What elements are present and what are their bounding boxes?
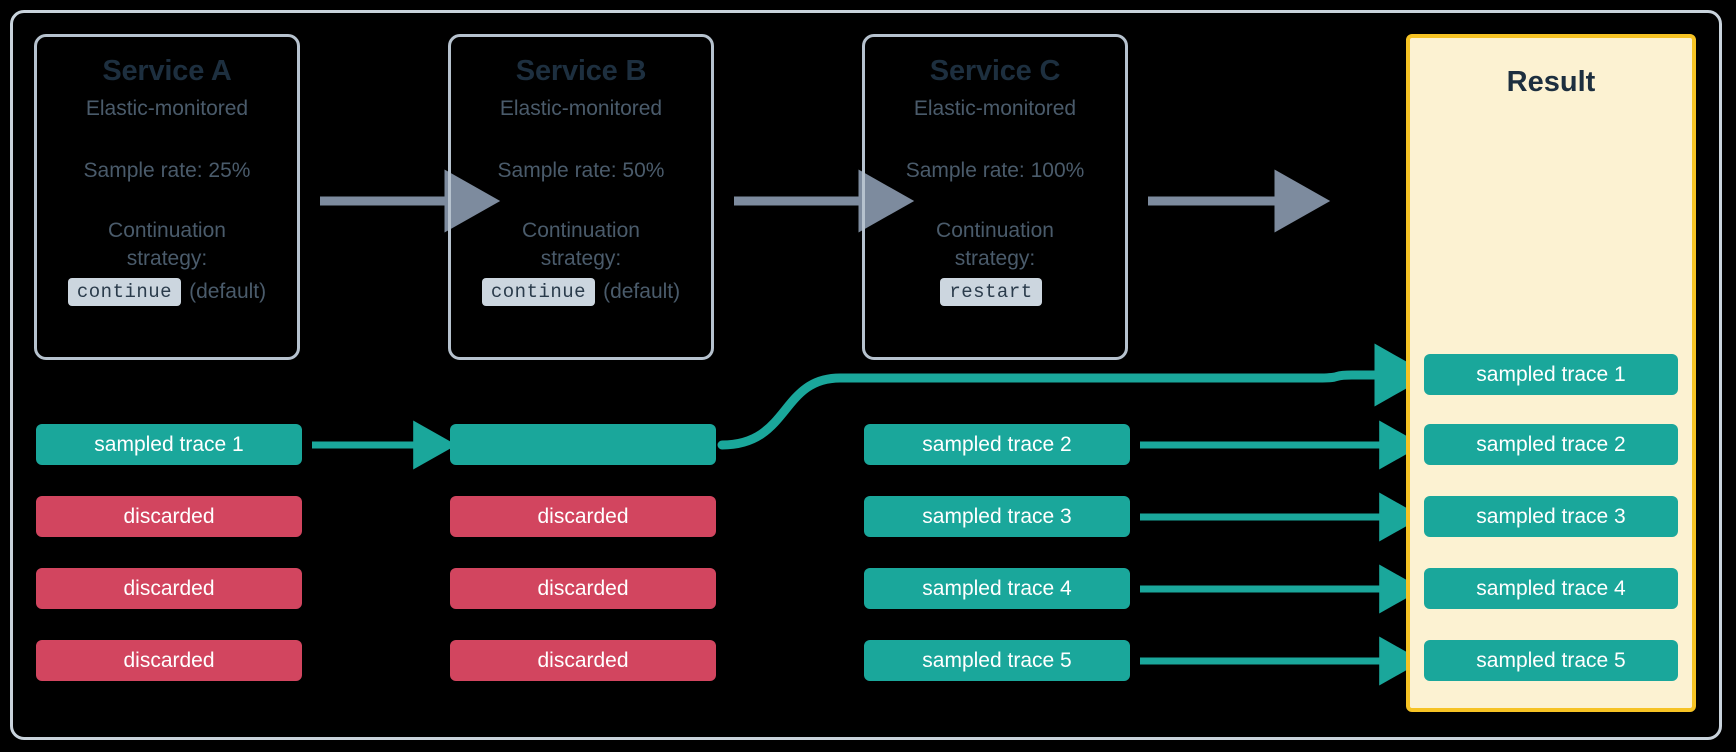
service-c-strategy-label-line1: Continuation	[936, 218, 1054, 242]
service-c-strategy-code: restart	[940, 278, 1042, 307]
service-c-strategy-value-row: restart	[865, 278, 1125, 307]
trace-pill-c-2: sampled trace 3	[864, 496, 1130, 537]
service-card-b: Service B Elastic-monitored Sample rate:…	[448, 34, 714, 360]
service-b-sample-rate: Sample rate: 50%	[497, 158, 665, 182]
result-trace-1: sampled trace 1	[1424, 354, 1678, 395]
trace-pill-b-4: discarded	[450, 640, 716, 681]
service-c-sample-rate: Sample rate: 100%	[905, 158, 1085, 182]
service-c-strategy-label: Continuation strategy:	[865, 217, 1125, 275]
trace-pill-b-1	[450, 424, 716, 465]
service-a-subtitle: Elastic-monitored	[85, 97, 249, 121]
service-b-strategy-label: Continuation strategy:	[451, 217, 711, 275]
service-a-strategy-value-row: continue (default)	[37, 278, 297, 307]
result-trace-2: sampled trace 2	[1424, 424, 1678, 465]
service-c-strategy-label-line2: strategy:	[954, 247, 1036, 271]
result-trace-3: sampled trace 3	[1424, 496, 1678, 537]
curved-trace-connector	[717, 343, 1431, 450]
result-trace-4: sampled trace 4	[1424, 568, 1678, 609]
trace-pill-c-3: sampled trace 4	[864, 568, 1130, 609]
service-b-subtitle: Elastic-monitored	[499, 97, 663, 121]
trace-pill-b-2: discarded	[450, 496, 716, 537]
service-b-strategy-note: (default)	[603, 280, 681, 304]
service-b-title: Service B	[515, 55, 647, 87]
service-b-strategy-label-line2: strategy:	[540, 247, 622, 271]
service-a-strategy-label-line1: Continuation	[108, 218, 226, 242]
diagram-outer-frame	[10, 10, 1722, 740]
service-a-title: Service A	[102, 55, 232, 87]
service-b-strategy-value-row: continue (default)	[451, 278, 711, 307]
service-a-strategy-note: (default)	[189, 280, 267, 304]
service-a-strategy-label-line2: strategy:	[126, 247, 208, 271]
service-a-strategy-label: Continuation strategy:	[37, 217, 297, 275]
trace-pill-a-2: discarded	[36, 496, 302, 537]
trace-pill-a-4: discarded	[36, 640, 302, 681]
trace-pill-c-1: sampled trace 2	[864, 424, 1130, 465]
trace-pill-a-1: sampled trace 1	[36, 424, 302, 465]
result-trace-5: sampled trace 5	[1424, 640, 1678, 681]
service-c-subtitle: Elastic-monitored	[913, 97, 1077, 121]
teal-trace-arrows	[312, 343, 1431, 686]
service-a-sample-rate: Sample rate: 25%	[83, 158, 251, 182]
result-title: Result	[1506, 66, 1596, 98]
service-b-strategy-code: continue	[481, 278, 596, 307]
service-c-title: Service C	[929, 55, 1061, 87]
trace-pill-c-4: sampled trace 5	[864, 640, 1130, 681]
service-a-strategy-code: continue	[67, 278, 182, 307]
trace-pill-a-3: discarded	[36, 568, 302, 609]
trace-pill-b-3: discarded	[450, 568, 716, 609]
service-card-a: Service A Elastic-monitored Sample rate:…	[34, 34, 300, 360]
service-b-strategy-label-line1: Continuation	[522, 218, 640, 242]
service-card-c: Service C Elastic-monitored Sample rate:…	[862, 34, 1128, 360]
